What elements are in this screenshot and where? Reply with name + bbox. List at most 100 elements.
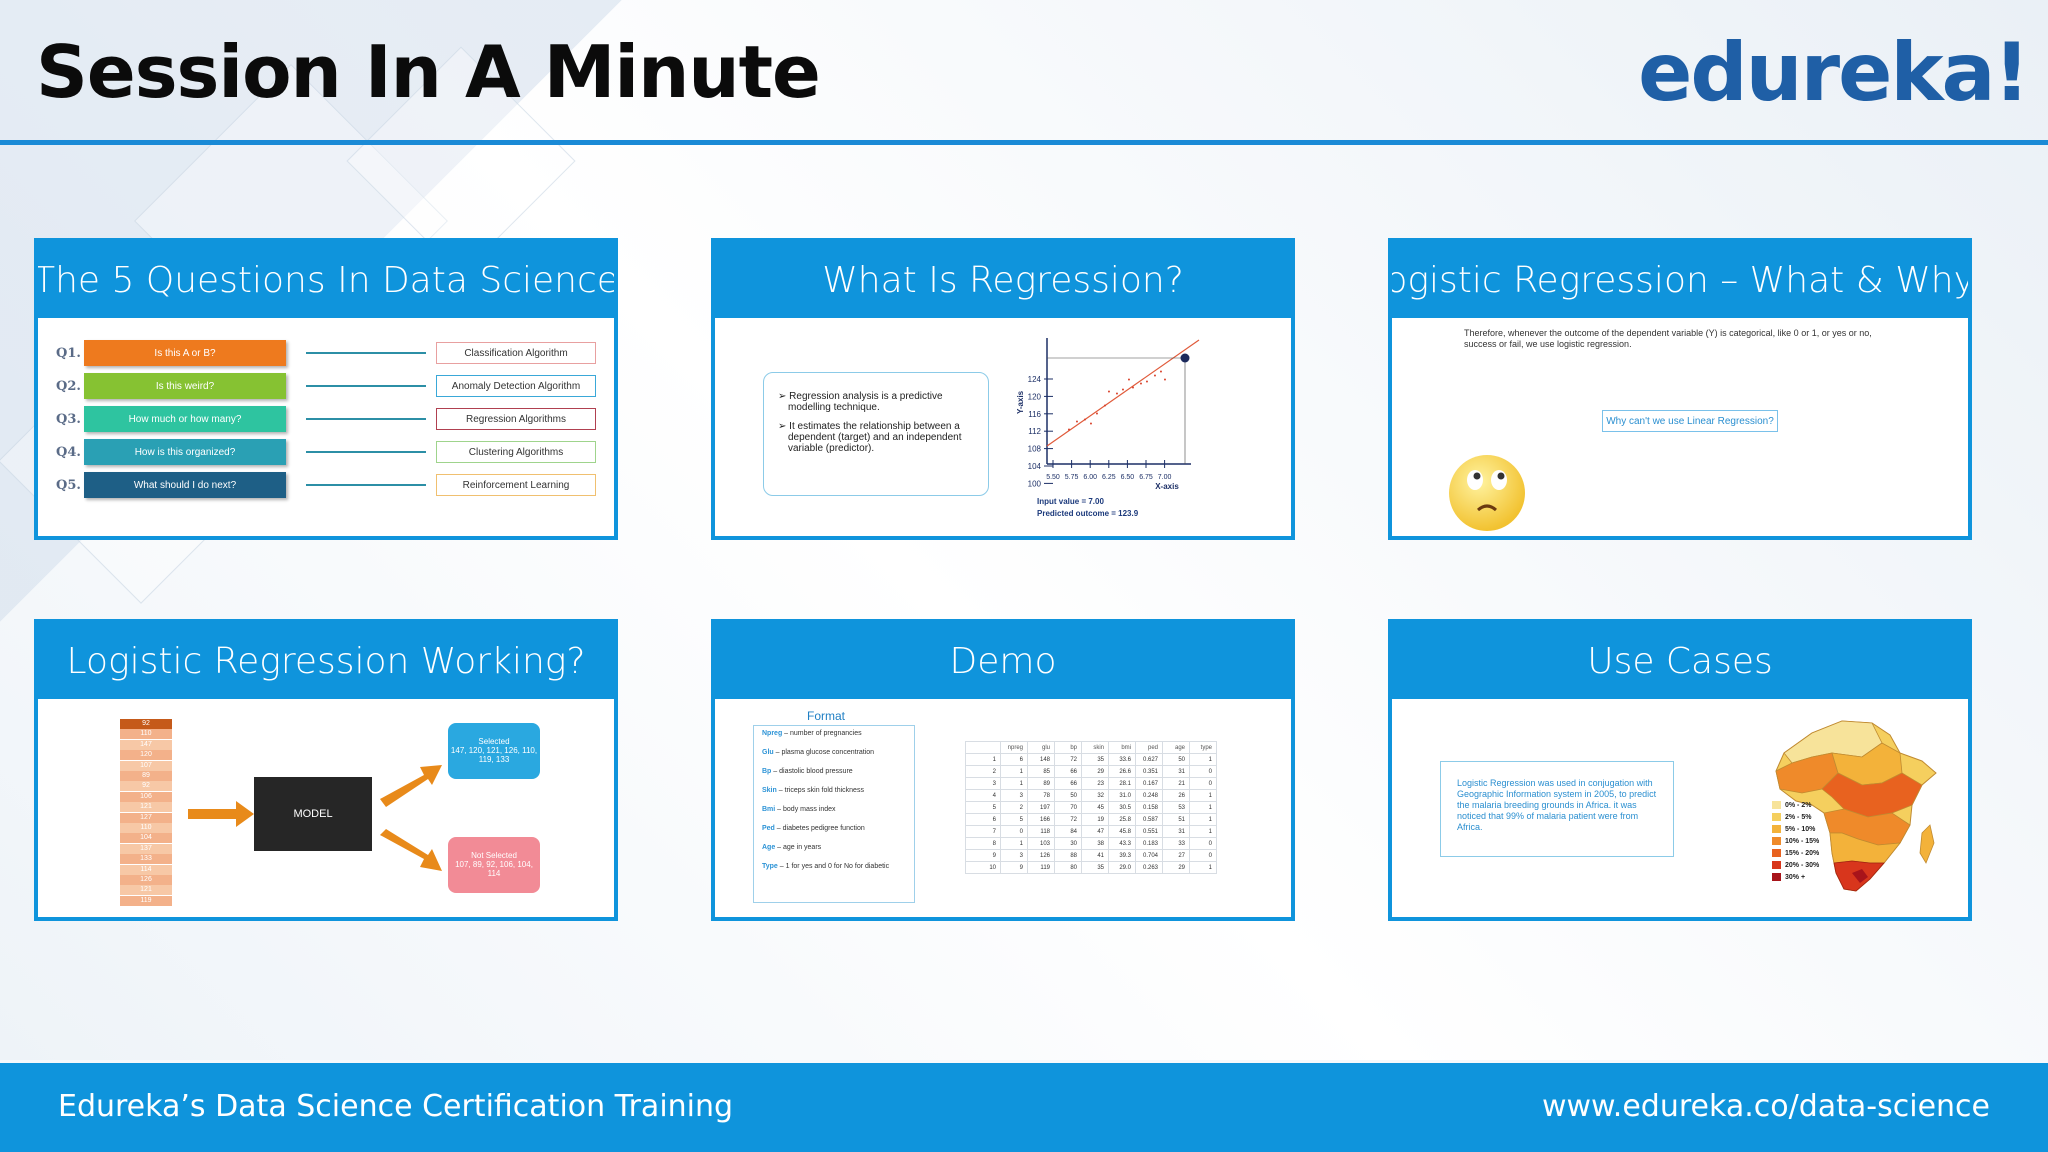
legend-item: 10% - 15%	[1772, 837, 1819, 845]
table-cell: 66	[1054, 765, 1082, 778]
format-key: Type	[762, 863, 778, 870]
table-cell: 5	[965, 801, 1001, 814]
algorithm-box: Classification Algorithm	[436, 342, 596, 364]
table-cell: 9	[965, 849, 1001, 862]
table-cell: 1	[1189, 801, 1217, 814]
table-cell: 148	[1027, 753, 1055, 766]
data-point: •	[1146, 379, 1149, 386]
data-point: •	[1090, 421, 1093, 428]
data-value-cell: 92	[120, 781, 172, 792]
legend-item: 15% - 20%	[1772, 849, 1819, 857]
table-cell: 1	[1189, 861, 1217, 874]
column-header: bp	[1054, 741, 1082, 754]
table-cell: 1	[1000, 777, 1028, 790]
data-value-cell: 106	[120, 791, 172, 802]
question-bar: How much or how many?	[84, 406, 286, 432]
table-cell: 66	[1054, 777, 1082, 790]
y-tick-label: 124	[1028, 375, 1042, 384]
format-key: Glu	[762, 749, 774, 756]
table-cell: 88	[1054, 849, 1082, 862]
table-cell: 39.3	[1108, 849, 1136, 862]
format-key: Npreg	[762, 730, 783, 737]
table-cell: 51	[1162, 813, 1190, 826]
legend-label: 0% - 2%	[1785, 801, 1812, 809]
table-cell: 31.0	[1108, 789, 1136, 802]
table-cell: 50	[1054, 789, 1082, 802]
card-5-questions[interactable]: The 5 Questions In Data Science Q1.Is th…	[34, 238, 618, 540]
table-cell: 31	[1162, 825, 1190, 838]
data-point: •	[1096, 411, 1099, 418]
table-cell: 45	[1081, 801, 1109, 814]
format-key: Bmi	[762, 806, 776, 813]
arrow-down-right-icon	[380, 829, 442, 871]
card-title: The 5 Questions In Data Science	[38, 242, 614, 318]
format-desc: – diabetes pedigree function	[774, 825, 865, 832]
x-tick-label: 6.75	[1139, 474, 1153, 481]
data-value-cell: 110	[120, 823, 172, 833]
format-key: Skin	[762, 787, 777, 794]
legend-item: 0% - 2%	[1772, 801, 1811, 809]
table-cell: 47	[1081, 825, 1109, 838]
format-item: Bmi – body mass index	[762, 806, 906, 813]
legend-label: 10% - 15%	[1785, 837, 1820, 845]
format-desc: – body mass index	[775, 806, 836, 813]
footer-url-link[interactable]: www.edureka.co/data-science	[1541, 1089, 1990, 1124]
legend-swatch	[1772, 813, 1781, 821]
x-tick-label: 7.00	[1158, 474, 1172, 481]
table-cell: 2	[1000, 801, 1028, 814]
connector-line	[306, 385, 426, 387]
table-cell: 3	[965, 777, 1001, 790]
table-cell: 5	[1000, 813, 1028, 826]
table-cell: 84	[1054, 825, 1082, 838]
column-header: ped	[1135, 741, 1163, 754]
algorithm-box: Regression Algorithms	[436, 408, 596, 430]
use-case-text: Logistic Regression was used in conjugat…	[1440, 761, 1674, 857]
format-item: Bp – diastolic blood pressure	[762, 768, 906, 775]
card-demo[interactable]: Demo Format Npreg – number of pregnancie…	[711, 619, 1295, 921]
format-item: Ped – diabetes pedigree function	[762, 825, 906, 832]
table-cell: 118	[1027, 825, 1055, 838]
table-cell: 0	[1189, 765, 1217, 778]
card-what-is-regression[interactable]: What Is Regression? ➢ Regression analysi…	[711, 238, 1295, 540]
table-cell: 72	[1054, 813, 1082, 826]
table-cell: 32	[1081, 789, 1109, 802]
data-value-cell: 119	[120, 895, 172, 906]
legend-label: 2% - 5%	[1785, 813, 1812, 821]
table-cell: 10	[965, 861, 1001, 874]
table-cell: 25.8	[1108, 813, 1136, 826]
table-cell: 45.8	[1108, 825, 1136, 838]
card-logistic-what-why[interactable]: Logistic Regression – What & Why? Theref…	[1388, 238, 1972, 540]
table-cell: 72	[1054, 753, 1082, 766]
table-cell: 3	[1000, 789, 1028, 802]
table-cell: 80	[1054, 861, 1082, 874]
table-cell: 35	[1081, 861, 1109, 874]
table-cell: 126	[1027, 849, 1055, 862]
algorithm-box: Anomaly Detection Algorithm	[436, 375, 596, 397]
data-value-cell: 121	[120, 802, 172, 813]
column-header: age	[1162, 741, 1190, 754]
data-point: •	[1140, 381, 1143, 388]
regression-line	[1046, 339, 1200, 447]
table-cell: 6	[965, 813, 1001, 826]
table-cell: 1	[1000, 765, 1028, 778]
data-value-cell: 89	[120, 771, 172, 781]
card-use-cases[interactable]: Use Cases Logistic Regression was used i…	[1388, 619, 1972, 921]
question-number: Q4.	[56, 445, 81, 460]
data-value-cell: 121	[120, 885, 172, 896]
regression-point: ➢ It estimates the relationship between …	[778, 421, 962, 454]
table-cell: 21	[1162, 777, 1190, 790]
card-logistic-working[interactable]: Logistic Regression Working? MODEL Selec…	[34, 619, 618, 921]
data-value-cell: 114	[120, 864, 172, 875]
why-not-linear-button[interactable]: Why can't we use Linear Regression?	[1602, 410, 1778, 432]
data-value-cell: 126	[120, 875, 172, 885]
table-cell: 197	[1027, 801, 1055, 814]
card-title: Demo	[715, 623, 1291, 699]
legend-swatch	[1772, 837, 1781, 845]
format-item: Npreg – number of pregnancies	[762, 730, 906, 737]
